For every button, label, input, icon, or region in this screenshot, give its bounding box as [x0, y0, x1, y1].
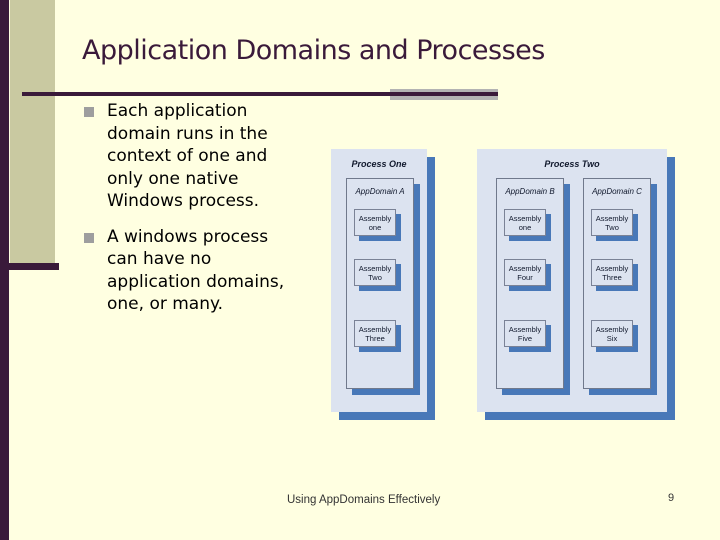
bullet-square-icon: [84, 232, 94, 243]
appdomain-a-label: AppDomain A: [355, 187, 405, 196]
process-two-panel: Process Two AppDomain B Assembly one Ass…: [477, 149, 667, 412]
left-maroon-bar: [0, 263, 59, 270]
process-one-panel: Process One AppDomain A Assembly one Ass…: [331, 149, 427, 412]
bullet-text: A windows process can have no applicatio…: [107, 226, 284, 316]
assembly-box: Assembly Five: [504, 320, 546, 347]
slide-title: Application Domains and Processes: [82, 35, 545, 66]
title-rule-dark: [22, 92, 498, 96]
bullet-square-icon: [84, 107, 94, 117]
appdomain-b-label: AppDomain B: [505, 187, 555, 196]
bullet-line: only one native: [107, 168, 239, 189]
assembly-box: Assembly Six: [591, 320, 633, 347]
bullet-line: A windows process: [107, 226, 269, 247]
left-tan-bar: [10, 0, 55, 267]
bullet-line: domain runs in the: [107, 123, 268, 144]
bullet-line: Windows process.: [107, 191, 260, 211]
bullet-list: Each application domain runs in the cont…: [84, 100, 319, 329]
appdomain-a-box: AppDomain A Assembly one Assembly Two As…: [346, 178, 414, 389]
process-one-title: Process One: [351, 159, 407, 169]
page-number: 9: [668, 492, 675, 504]
assembly-box: Assembly one: [504, 209, 546, 236]
left-edge-strip: [0, 0, 9, 540]
bullet-item: A windows process can have no applicatio…: [84, 226, 319, 316]
appdomain-c-box: AppDomain C Assembly Two Assembly Three …: [583, 178, 651, 389]
assembly-box: Assembly Four: [504, 259, 546, 286]
footer-text: Using AppDomains Effectively: [287, 494, 441, 506]
assembly-box: Assembly one: [354, 209, 396, 236]
bullet-line: context of one and: [107, 146, 268, 166]
bullet-line: can have no: [107, 249, 212, 269]
appdomain-b-box: AppDomain B Assembly one Assembly Four A…: [496, 178, 564, 389]
assembly-box: Assembly Three: [354, 320, 396, 347]
bullet-line: one, or many.: [107, 294, 224, 314]
appdomain-c-label: AppDomain C: [592, 187, 642, 196]
assembly-box: Assembly Two: [591, 209, 633, 236]
bullet-item: Each application domain runs in the cont…: [84, 100, 319, 213]
bullet-line: Each application: [107, 101, 248, 121]
assembly-box: Assembly Three: [591, 259, 633, 286]
bullet-line: application domains,: [107, 271, 285, 292]
assembly-box: Assembly Two: [354, 259, 396, 286]
process-two-title: Process Two: [544, 159, 600, 169]
bullet-text: Each application domain runs in the cont…: [107, 100, 268, 213]
